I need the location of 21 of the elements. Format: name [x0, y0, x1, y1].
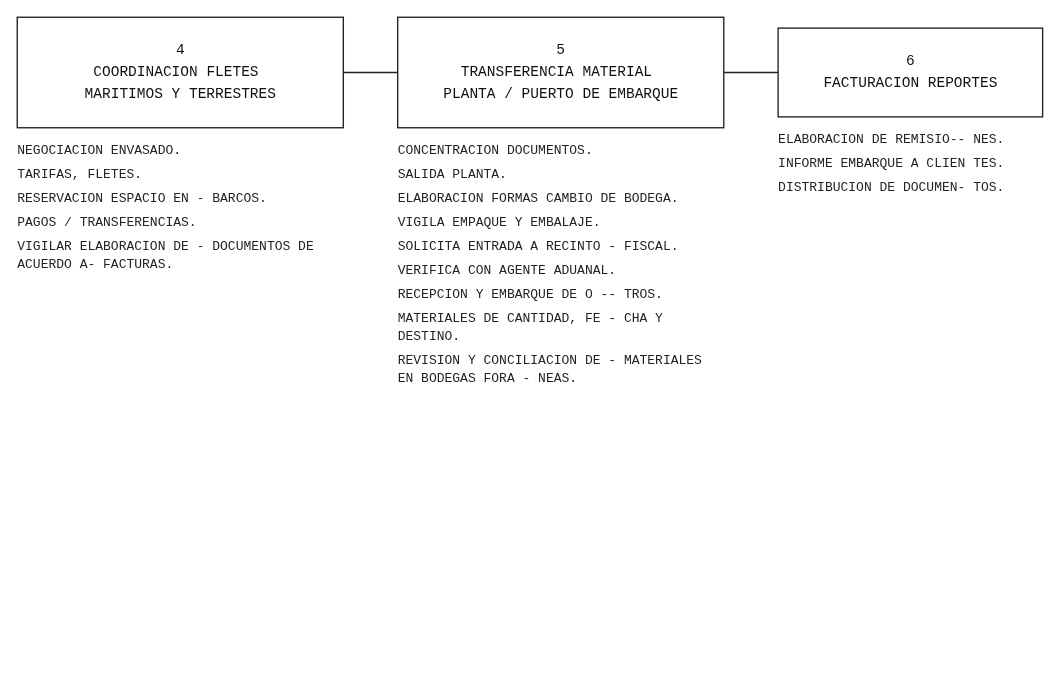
task-text: RECEPCION Y EMBARQUE DE O -- TROS. [397, 285, 664, 304]
task-text: NEGOCIACION ENVASADO. [17, 141, 183, 160]
node-box: 5 TRANSFERENCIA MATERIAL PLANTA / PUERTO DE EMBARQUE [397, 16, 725, 129]
task-text: MATERIALES DE CANTIDAD, FE - CHA Y DESTINO. [397, 309, 664, 346]
task-text: ELABORACION DE REMISIO-- NES. [778, 130, 1006, 149]
task-text: RESERVACION ESPACIO EN - BARCOS. [17, 189, 268, 208]
task-text: INFORME EMBARQUE A CLIEN TES. [778, 154, 1006, 173]
task-text: CONCENTRACION DOCUMENTOS. [397, 141, 594, 160]
node-box: 6 FACTURACION REPORTES [777, 27, 1044, 118]
task-text: SOLICITA ENTRADA A RECINTO - FISCAL. [397, 237, 680, 256]
task-text: REVISION Y CONCILIACION DE - MATERIALES EN BODEGAS FORA - NEAS. [397, 351, 703, 388]
node-box: 4 COORDINACION FLETES MARITIMOS Y TERRESTRES [16, 16, 344, 129]
task-text: TARIFAS, FLETES. [17, 165, 144, 184]
connector [723, 71, 779, 74]
task-text: DISTRIBUCION DE DOCUMEN- TOS. [778, 178, 1006, 197]
task-text: ELABORACION FORMAS CAMBIO DE BODEGA. [397, 189, 680, 208]
task-text: PAGOS / TRANSFERENCIAS. [17, 213, 198, 232]
task-text: SALIDA PLANTA. [397, 165, 508, 184]
task-text: VIGILAR ELABORACION DE - DOCUMENTOS DE ACUERDO A- FACTURAS. [17, 237, 315, 274]
task-text: VIGILA EMPAQUE Y EMBALAJE. [397, 213, 602, 232]
task-text: VERIFICA CON AGENTE ADUANAL. [397, 261, 618, 280]
